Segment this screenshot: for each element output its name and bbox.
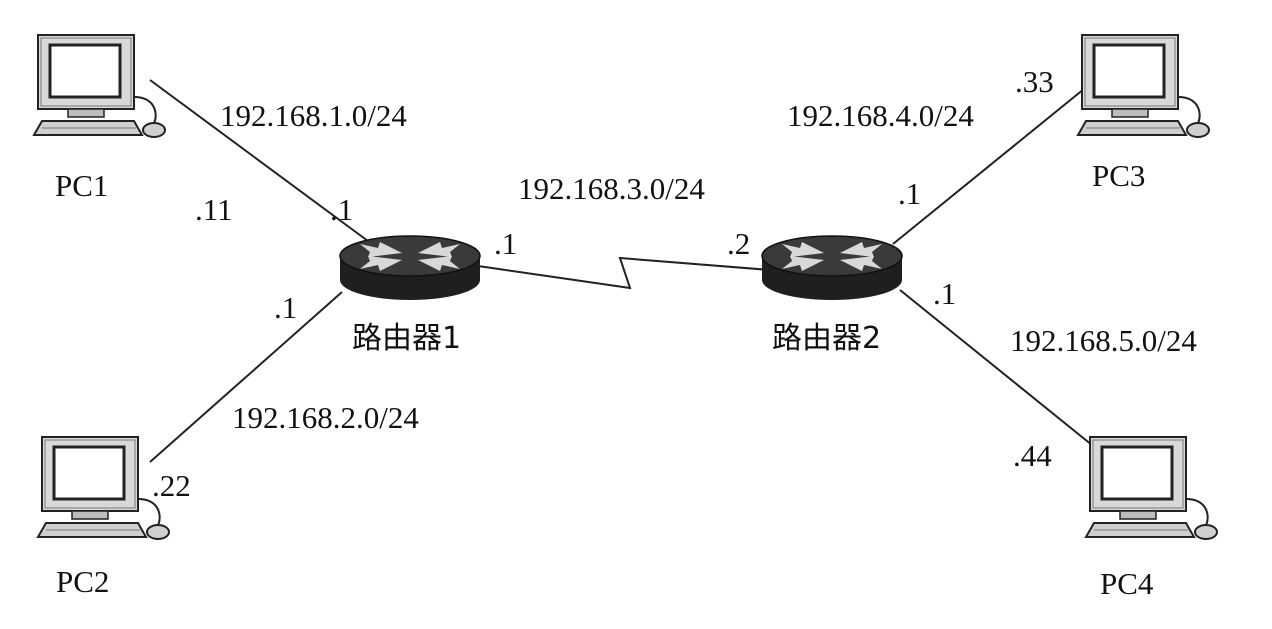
router2-interface-serial: .2 bbox=[727, 226, 751, 261]
router1-label: 路由器1 bbox=[352, 321, 462, 356]
pc1-host-address: .11 bbox=[195, 192, 233, 227]
router2-interface-pc3: .1 bbox=[898, 176, 922, 211]
link-pc1-router1 bbox=[149, 79, 373, 245]
network-label-router1-router2: 192.168.3.0/24 bbox=[518, 171, 705, 206]
network-label-pc1-router1: 192.168.1.0/24 bbox=[220, 98, 407, 133]
router1-interface-pc2: .1 bbox=[274, 290, 298, 325]
pc2-label: PC2 bbox=[56, 564, 110, 599]
router1-interface-serial: .1 bbox=[494, 226, 518, 261]
link-router2-pc3 bbox=[892, 79, 1096, 245]
pc1-computer-icon bbox=[32, 33, 167, 139]
link-router2-pc4 bbox=[899, 289, 1109, 459]
pc2-computer-icon bbox=[36, 435, 171, 541]
router2-label: 路由器2 bbox=[772, 321, 882, 356]
pc4-label: PC4 bbox=[1100, 566, 1154, 601]
pc4-host-address: .44 bbox=[1013, 438, 1052, 473]
serial-link-router1-router2 bbox=[477, 256, 771, 290]
network-label-router2-pc4: 192.168.5.0/24 bbox=[1010, 323, 1197, 358]
pc1-label: PC1 bbox=[55, 168, 109, 203]
pc3-computer-icon bbox=[1076, 33, 1211, 139]
router1-interface-pc1: .1 bbox=[330, 192, 354, 227]
router2-interface-pc4: .1 bbox=[933, 276, 957, 311]
router2-icon bbox=[761, 235, 903, 301]
pc3-label: PC3 bbox=[1092, 158, 1146, 193]
link-pc2-router1 bbox=[149, 291, 343, 463]
router1-icon bbox=[339, 235, 481, 301]
network-label-pc2-router1: 192.168.2.0/24 bbox=[232, 400, 419, 435]
network-label-router2-pc3: 192.168.4.0/24 bbox=[787, 98, 974, 133]
pc2-host-address: .22 bbox=[152, 468, 191, 503]
pc4-computer-icon bbox=[1084, 435, 1219, 541]
pc3-host-address: .33 bbox=[1015, 64, 1054, 99]
